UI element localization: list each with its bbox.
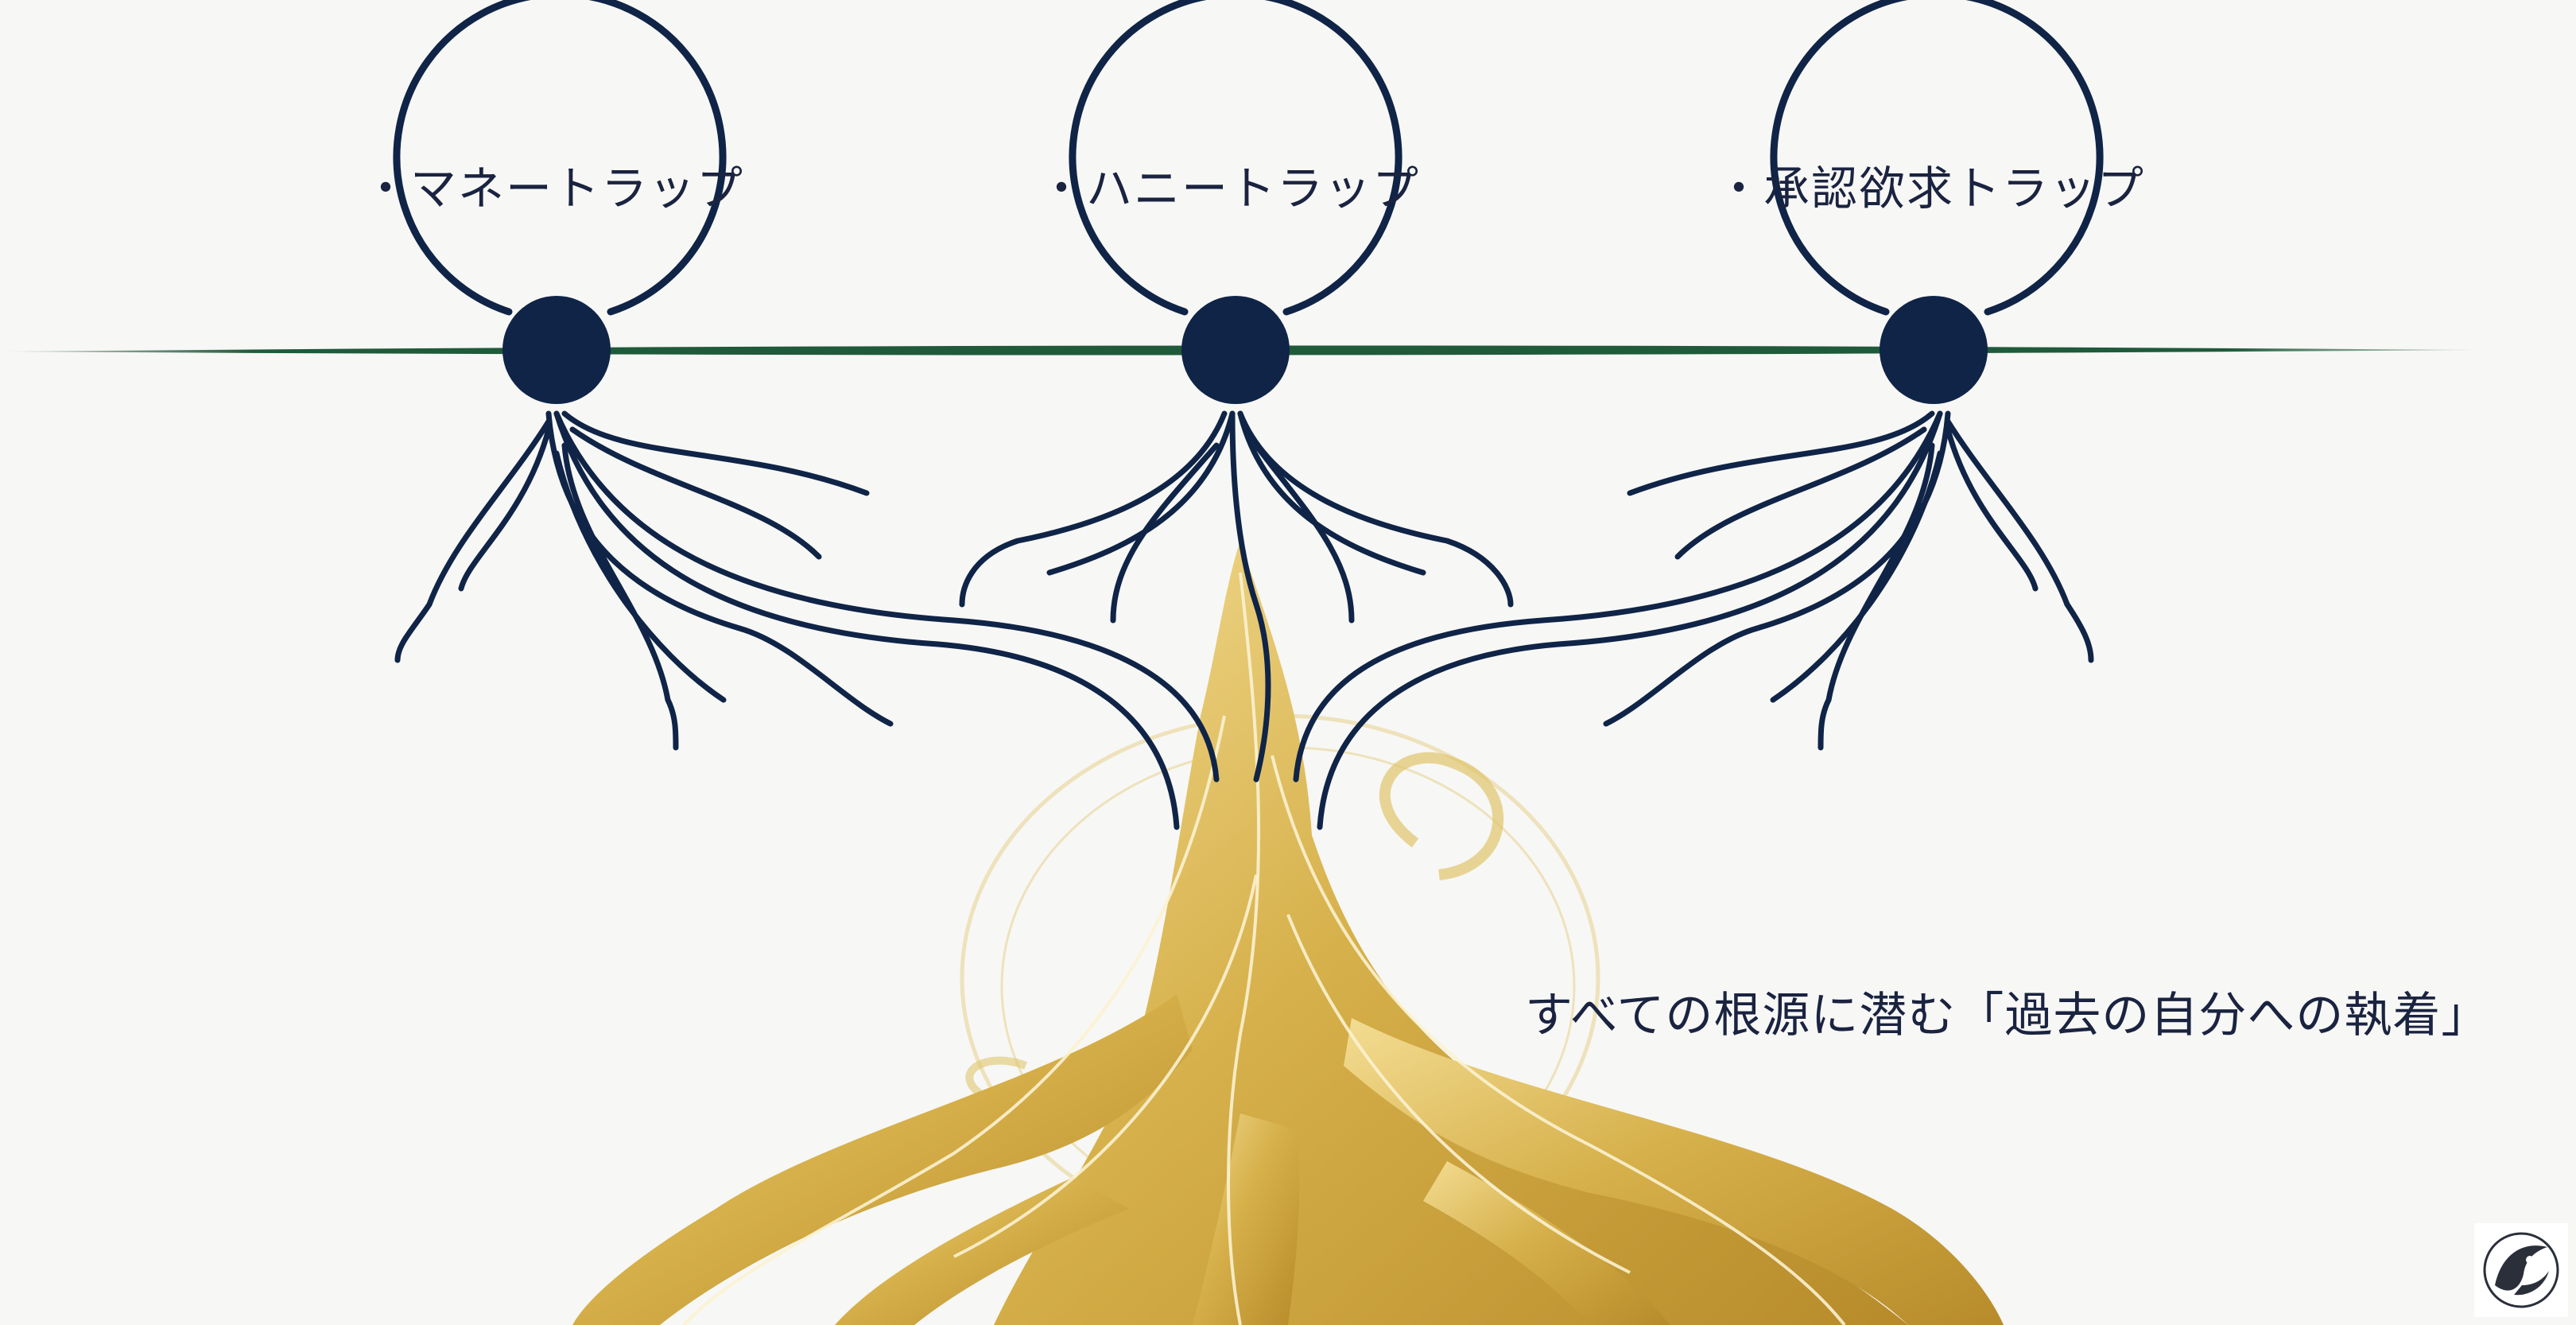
trap-nodes <box>502 296 1988 404</box>
circle-honey <box>1069 0 1402 316</box>
trap-label-money: ・マネートラップ <box>362 161 745 216</box>
node-money <box>502 296 611 404</box>
gold-roots <box>572 541 2004 1325</box>
circle-approval <box>1770 0 2104 316</box>
trap-label-approval: ・承認欲求トラップ <box>1715 161 2146 216</box>
trap-circles <box>393 0 2104 316</box>
circle-money <box>393 0 727 316</box>
navy-roots <box>394 410 2094 830</box>
trap-label-honey: ・ハニートラップ <box>1038 161 1421 216</box>
logo-icon <box>2474 1223 2568 1317</box>
root-caption: すべての根源に潜む「過去の自分への執着」 <box>1525 988 2490 1043</box>
node-approval <box>1880 296 1988 404</box>
node-honey <box>1181 296 1290 404</box>
